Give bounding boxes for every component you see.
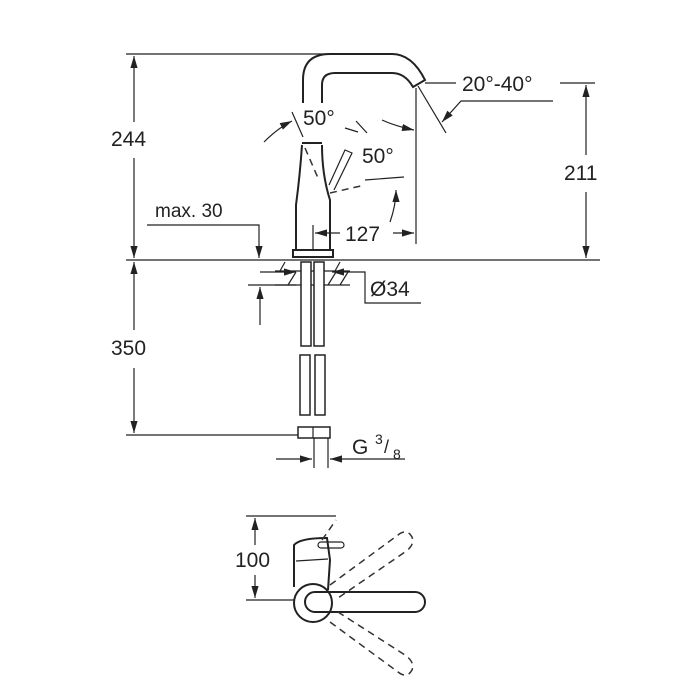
label-100: 100 xyxy=(235,549,271,572)
label-211: 211 xyxy=(564,162,598,185)
dimension-g38 xyxy=(276,438,405,468)
label-127: 127 xyxy=(345,223,381,246)
counter-section xyxy=(248,261,421,325)
faucet-body xyxy=(292,53,427,258)
top-view xyxy=(246,515,426,676)
label-350: 350 xyxy=(111,337,147,360)
dimension-350 xyxy=(126,262,298,436)
fraction-slash: / xyxy=(384,437,390,457)
label-max-30: max. 30 xyxy=(155,201,223,222)
label-244: 244 xyxy=(111,128,147,151)
dimension-244 xyxy=(126,53,330,258)
label-lever-angle-2: 50° xyxy=(362,145,394,168)
label-g: G xyxy=(352,436,369,459)
supply-hoses xyxy=(297,261,331,439)
label-lever-angle-1: 50° xyxy=(303,107,335,130)
label-g-denominator: 8 xyxy=(393,446,401,462)
dimension-127 xyxy=(315,88,417,244)
label-g-numerator: 3 xyxy=(375,431,383,447)
label-swivel-angle: 20°-40° xyxy=(462,73,533,96)
label-diameter-34: Ø34 xyxy=(370,278,410,301)
